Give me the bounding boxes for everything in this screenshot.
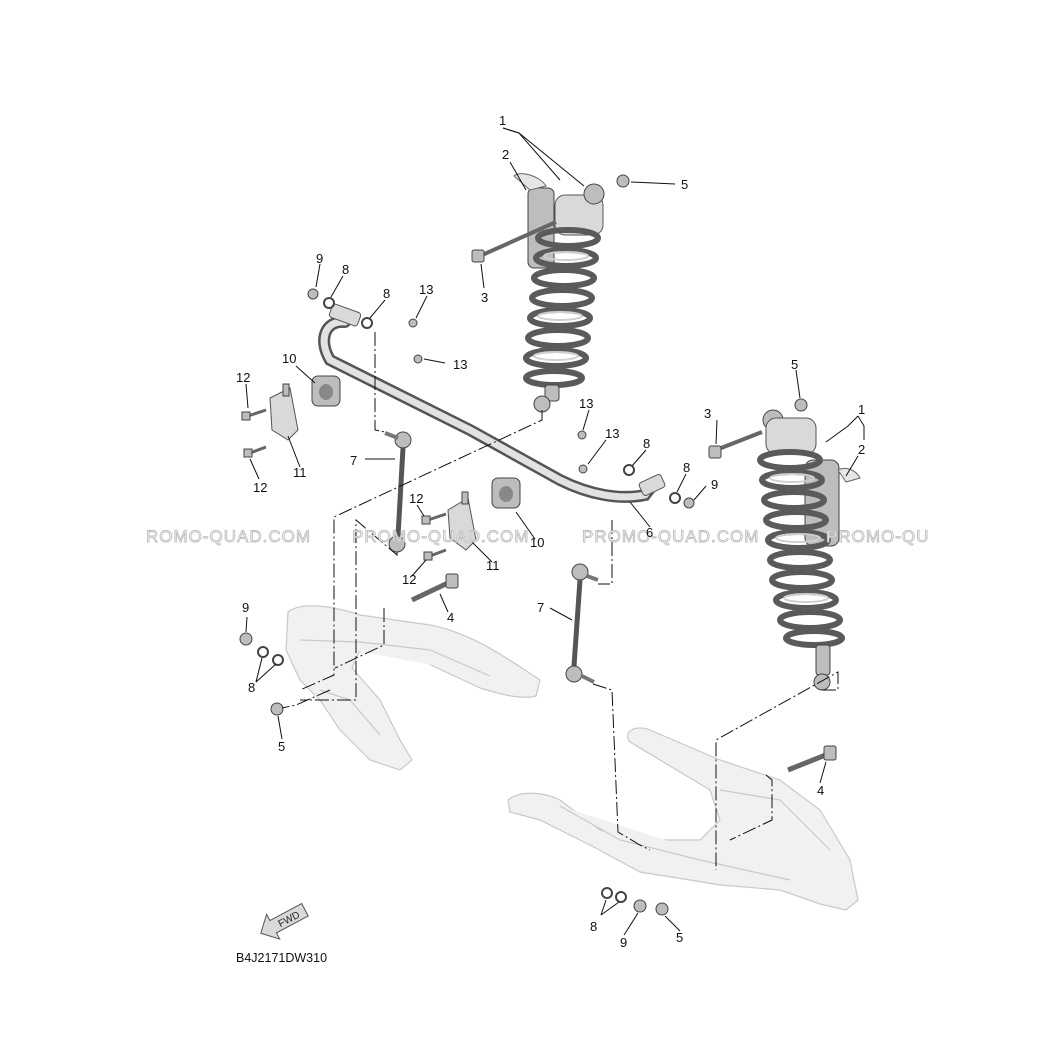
arm-bolt-right bbox=[787, 745, 837, 773]
assembly-lines bbox=[281, 332, 839, 870]
bracket-left bbox=[269, 383, 299, 441]
fitting-13-b bbox=[413, 354, 423, 364]
watermark-1: ROMO-QUAD.COM bbox=[146, 527, 311, 546]
callout-washer-8-mid: 8 bbox=[643, 436, 650, 451]
callout-right-shock-bolt: 3 bbox=[704, 406, 711, 421]
shock-nut-left bbox=[616, 174, 630, 188]
callout-top-nut-9: 9 bbox=[316, 251, 323, 266]
watermark-2: PROMO-QUAD.COM bbox=[352, 527, 529, 546]
callout-nut-9-left-arm: 9 bbox=[242, 600, 249, 615]
right-lower-arm bbox=[507, 727, 859, 911]
callout-bracket-left: 11 bbox=[293, 465, 307, 480]
bolt-12-c bbox=[421, 512, 447, 525]
stabilizer-link-left bbox=[384, 431, 412, 553]
callout-top-washer-8-2: 8 bbox=[383, 286, 390, 301]
callout-link-left: 7 bbox=[350, 453, 357, 468]
callout-washer-8-mid-2: 8 bbox=[683, 460, 690, 475]
callout-nut-9-right-arm: 9 bbox=[620, 935, 627, 950]
callout-washers-8-left-arm: 8 bbox=[248, 680, 255, 695]
callout-fitting-13-a: 13 bbox=[419, 282, 433, 297]
callout-right-shock-assembly: 1 bbox=[858, 402, 865, 417]
callout-nut-9-mid: 9 bbox=[711, 477, 718, 492]
left-arm-nut-9 bbox=[239, 632, 253, 646]
left-lower-arm bbox=[285, 605, 541, 771]
left-spring bbox=[523, 227, 601, 388]
callout-stabilizer: 6 bbox=[646, 525, 653, 540]
shock-cover-left bbox=[513, 173, 547, 191]
callout-right-shock-cover: 2 bbox=[858, 442, 865, 457]
callout-bolt-12-a: 12 bbox=[236, 370, 250, 385]
bushing-right bbox=[491, 477, 521, 509]
callout-washers-8-right-arm: 8 bbox=[590, 919, 597, 934]
bolt-12-d bbox=[423, 548, 447, 561]
watermark-4: PROMO-QU bbox=[826, 527, 929, 546]
callout-left-shock-cover: 2 bbox=[502, 147, 509, 162]
fitting-13-a bbox=[408, 318, 418, 328]
shock-absorber-right bbox=[757, 409, 845, 691]
watermark-3: PROMO-QUAD.COM bbox=[582, 527, 759, 546]
right-spring bbox=[757, 449, 845, 648]
callout-link-right: 7 bbox=[537, 600, 544, 615]
left-arm-washer-8a bbox=[257, 646, 269, 658]
callout-bolt-4-left: 4 bbox=[447, 610, 454, 625]
left-arm-washer-8b bbox=[272, 654, 284, 666]
bracket-right bbox=[447, 491, 477, 551]
mid-washer-8 bbox=[623, 464, 635, 476]
shock-bolt-right bbox=[708, 430, 763, 459]
callout-left-shock-bolt: 3 bbox=[481, 290, 488, 305]
bolt-12-b bbox=[243, 445, 267, 458]
watermarks: ROMO-QUAD.COM PROMO-QUAD.COM PROMO-QUAD.… bbox=[146, 527, 929, 547]
callout-fitting-13-b: 13 bbox=[453, 357, 467, 372]
bushing-left bbox=[311, 375, 341, 407]
callout-bushing-right: 10 bbox=[530, 535, 544, 550]
callout-nut-5-left-arm: 5 bbox=[278, 739, 285, 754]
fitting-13-d bbox=[578, 464, 588, 474]
callout-left-shock-nut: 5 bbox=[681, 177, 688, 192]
top-washer-8-2 bbox=[361, 317, 373, 329]
right-arm-washer-8b bbox=[615, 891, 627, 903]
bolt-12-a bbox=[241, 408, 267, 421]
mid-washer-8-2 bbox=[669, 492, 681, 504]
top-nut-9 bbox=[307, 288, 319, 300]
forward-arrow: FWD bbox=[260, 902, 309, 940]
shock-nut-right bbox=[794, 398, 808, 412]
right-arm-nut-9 bbox=[633, 899, 647, 913]
callout-labels: 1 2 5 3 5 3 1 2 9 8 8 13 13 10 12 11 12 … bbox=[236, 113, 865, 950]
forward-label: FWD bbox=[277, 910, 302, 930]
callout-bolt-12-b: 12 bbox=[253, 480, 267, 495]
diagram-code: B4J2171DW310 bbox=[236, 951, 327, 965]
callout-bolt-4-right: 4 bbox=[817, 783, 824, 798]
stabilizer-bar bbox=[318, 303, 666, 503]
arm-bolt-left bbox=[410, 573, 459, 603]
shock-absorber-left bbox=[523, 183, 605, 413]
callout-fitting-13-c: 13 bbox=[579, 396, 593, 411]
left-arm-nut-5 bbox=[270, 702, 284, 716]
right-arm-nut-5 bbox=[655, 902, 669, 916]
callout-bushing-left: 10 bbox=[282, 351, 296, 366]
leader-lines bbox=[245, 127, 865, 936]
callout-bracket-right: 11 bbox=[486, 558, 500, 573]
fasteners bbox=[239, 173, 861, 916]
top-washer-8 bbox=[323, 297, 335, 309]
callout-bolt-12-d: 12 bbox=[402, 572, 416, 587]
right-arm-washer-8a bbox=[601, 887, 613, 899]
fitting-13-c bbox=[577, 430, 587, 440]
shock-bolt-left bbox=[471, 220, 557, 263]
callout-right-shock-nut: 5 bbox=[791, 357, 798, 372]
callout-bolt-12-c: 12 bbox=[409, 491, 423, 506]
stabilizer-link-right bbox=[565, 563, 599, 684]
callout-top-washer-8: 8 bbox=[342, 262, 349, 277]
callout-left-shock-assembly: 1 bbox=[499, 113, 506, 128]
mid-nut-9 bbox=[683, 497, 695, 509]
callout-fitting-13-d: 13 bbox=[605, 426, 619, 441]
callout-nut-5-right-arm: 5 bbox=[676, 930, 683, 945]
shock-cover-right bbox=[837, 467, 861, 483]
